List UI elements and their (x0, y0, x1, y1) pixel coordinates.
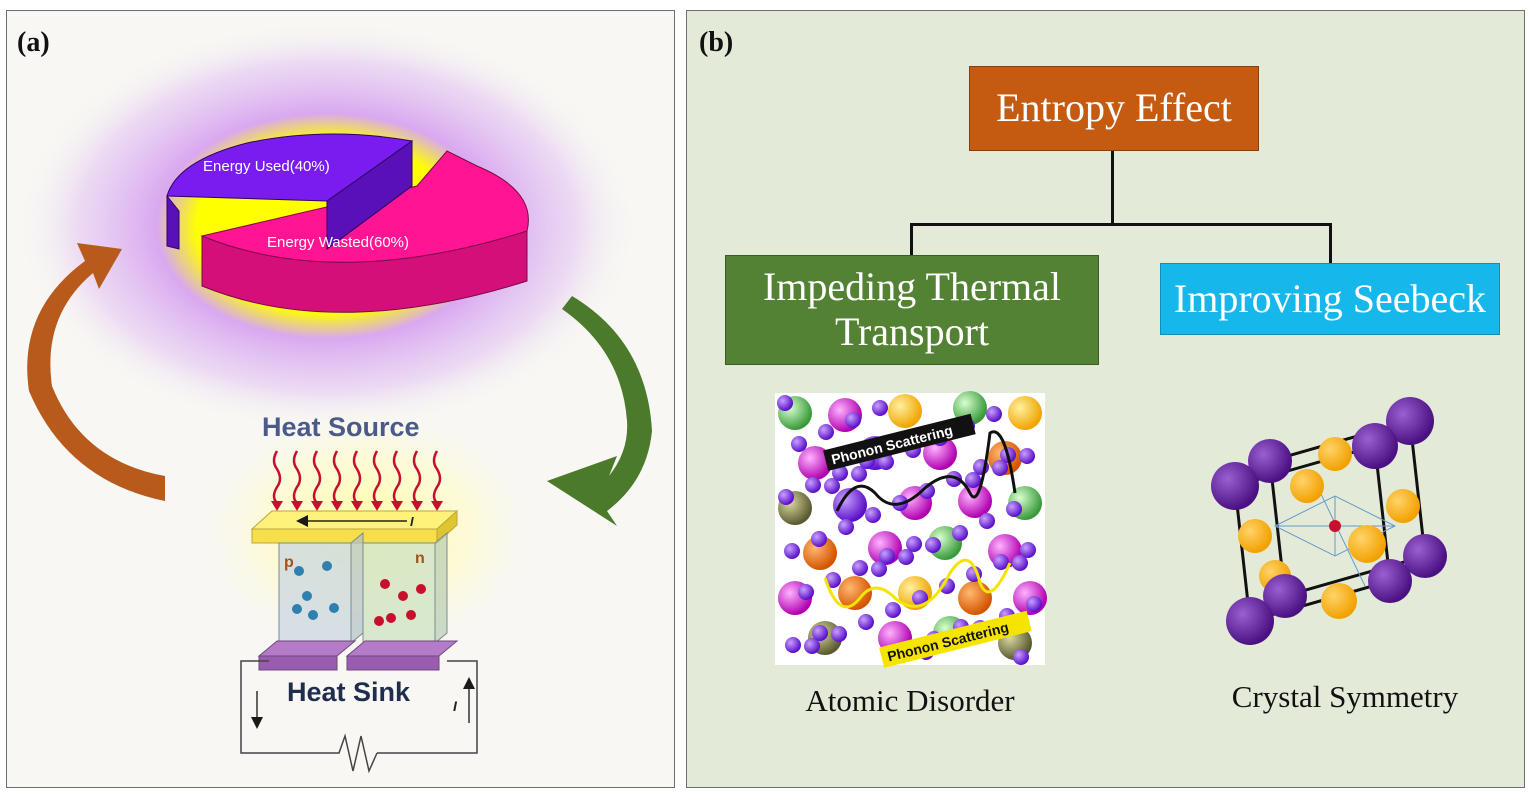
phonon-wave-bottom (823, 558, 1012, 609)
cycle-arrow-left (27, 243, 166, 501)
small-atom (878, 454, 894, 470)
small-atom (1026, 596, 1042, 612)
small-atom (912, 590, 928, 606)
panel-a-label: (a) (17, 27, 50, 58)
small-atom (992, 460, 1008, 476)
heat-source-label: Heat Source (262, 412, 420, 442)
small-atom (811, 531, 827, 547)
small-atom (986, 406, 1002, 422)
small-atom (852, 560, 868, 576)
small-atom (838, 519, 854, 535)
p-label: p (284, 554, 294, 571)
connector-horizontal (910, 223, 1332, 226)
center-atom (1329, 520, 1341, 532)
external-circuit (240, 660, 478, 774)
atom (798, 446, 832, 480)
phonon-wave-top (835, 430, 1017, 512)
pie-used-label: Energy Used(40%) (203, 158, 330, 175)
phonon-tag-top (823, 413, 976, 471)
small-atom (885, 602, 901, 618)
small-atom (845, 412, 861, 428)
pie-used-slice (166, 133, 414, 250)
small-atom (979, 513, 995, 529)
small-atom (871, 561, 887, 577)
small-atom (791, 436, 807, 452)
connector-root-down (1111, 151, 1114, 225)
corner-atoms (1211, 397, 1447, 645)
small-atom (1020, 542, 1036, 558)
connector-right-down (1329, 223, 1332, 263)
small-atom (925, 537, 941, 553)
small-atom (952, 525, 968, 541)
atom (958, 581, 992, 615)
cycle-arrow-right (547, 296, 652, 526)
atomic-disorder-image: Phonon Scattering Phonon Scattering (775, 391, 1047, 668)
small-atom (858, 614, 874, 630)
holes (292, 561, 339, 620)
small-atom (879, 548, 895, 564)
phonon-tag-bottom (879, 610, 1032, 668)
crystal-symmetry-caption: Crystal Symmetry (1231, 679, 1459, 714)
small-atom (818, 424, 834, 440)
small-atom (824, 478, 840, 494)
small-atom (939, 578, 955, 594)
atom (888, 394, 922, 428)
atom (838, 576, 872, 610)
small-atom (804, 638, 820, 654)
small-atom (1006, 501, 1022, 517)
small-atom (898, 549, 914, 565)
bottom-plate-left (257, 640, 357, 671)
entropy-effect-box: Entropy Effect (969, 66, 1259, 151)
atom (803, 536, 837, 570)
top-plate (250, 509, 459, 545)
panel-a-illustration: Energy Used(40%) Energy Wasted(60%) Heat… (17, 21, 652, 774)
small-atom (825, 572, 841, 588)
bottom-plate-right (345, 640, 459, 671)
atom (833, 488, 867, 522)
small-atom (993, 554, 1009, 570)
crystal-symmetry-image (1211, 397, 1447, 645)
small-atom (832, 465, 848, 481)
atomic-disorder-caption: Atomic Disorder (805, 683, 1015, 718)
n-leg (362, 531, 448, 645)
small-atom (1019, 448, 1035, 464)
small-atom (851, 466, 867, 482)
p-leg (278, 531, 364, 645)
small-atom (1012, 555, 1028, 571)
panel-b-label: (b) (699, 27, 734, 58)
small-atom (965, 472, 981, 488)
small-atom (831, 626, 847, 642)
panel-a: Energy Used(40%) Energy Wasted(60%) Heat… (6, 10, 675, 788)
improving-seebeck-box: Improving Seebeck (1160, 263, 1500, 335)
small-atom (798, 584, 814, 600)
small-atom (805, 477, 821, 493)
atom (958, 484, 992, 518)
atom (1008, 396, 1042, 430)
heat-sink-label: Heat Sink (287, 677, 411, 707)
electrons (374, 579, 426, 626)
small-atom (812, 625, 828, 641)
small-atom (906, 536, 922, 552)
connector-left-down (910, 223, 913, 255)
pie-wasted-label: Energy Wasted(60%) (267, 234, 409, 251)
small-atom (784, 543, 800, 559)
small-atom (777, 395, 793, 411)
small-atom (919, 483, 935, 499)
impeding-thermal-transport-box: Impeding Thermal Transport (725, 255, 1099, 365)
small-atom (872, 400, 888, 416)
n-label: n (415, 550, 425, 567)
current-right-label: I (453, 698, 458, 714)
heat-arrows (272, 450, 442, 504)
small-atom (946, 471, 962, 487)
small-atom (785, 637, 801, 653)
small-atom (778, 489, 794, 505)
small-atom (865, 507, 881, 523)
panel-b: (b) Entropy Effect Impeding Thermal Tran… (686, 10, 1525, 788)
small-atom (1013, 649, 1029, 665)
current-top-label: I (410, 514, 414, 529)
